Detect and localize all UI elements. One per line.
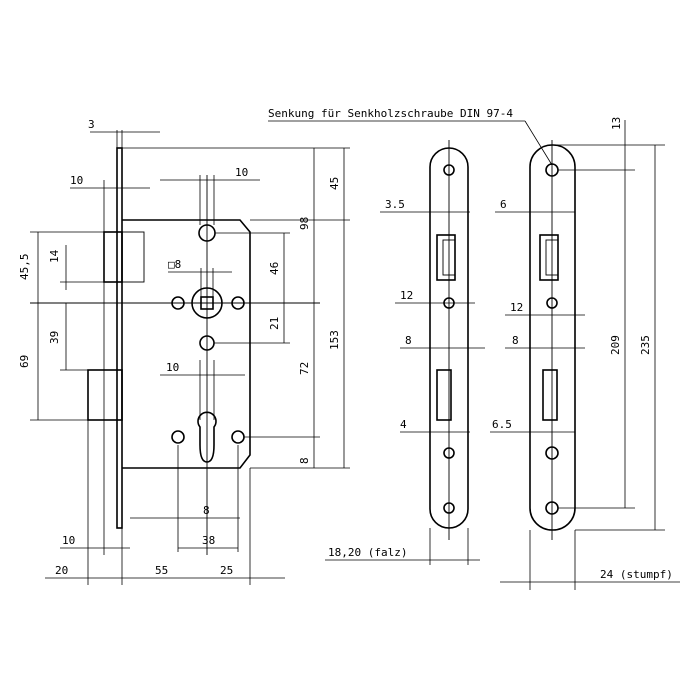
lock-body-view [30,147,320,555]
dim-55: 55 [155,564,168,577]
dim-mid-10: 10 [166,361,179,374]
fp1-dim-8: 8 [405,334,412,347]
body-dimensions: 3 10 10 □8 45,5 14 39 69 45 98 [18,118,350,585]
fp1-dim-3-5: 3.5 [385,198,405,211]
square-8-label: □8 [168,258,181,271]
fp1-bolt-slot [436,369,452,421]
faceplate-falz: 3.5 12 8 4 18,20 (falz) [325,140,485,565]
dim-69: 69 [18,355,31,368]
cyl-left-hole [171,430,185,444]
faceplate-stumpf-outline [529,144,576,531]
fp-dim-13: 13 [610,117,623,130]
fp2-dim-8: 8 [512,334,519,347]
dim-38: 38 [202,534,215,547]
fp2-latch-slot [539,234,559,281]
fp2-dim-6: 6 [500,198,507,211]
dead-bolt [87,369,123,421]
dim-45-5: 45,5 [18,254,31,281]
fp-dim-235: 235 [639,335,652,355]
dim-72: 72 [298,362,311,375]
fp1-latch-slot [436,234,456,281]
countersink-title: Senkung für Senkholzschraube DIN 97-4 [268,107,513,120]
countersink-note: Senkung für Senkholzschraube DIN 97-4 [268,107,553,166]
dim-mid-8: 8 [203,504,210,517]
fp2-dim-stumpf: 24 (stumpf) [600,568,673,581]
fp-dim-209: 209 [609,335,622,355]
dim-46: 46 [268,262,281,275]
lock-case [122,219,251,469]
dim-follower-10: 10 [235,166,248,179]
dim-25: 25 [220,564,233,577]
latch-bolt [103,231,123,283]
dim-bot-10: 10 [62,534,75,547]
fp2-dim-6-5: 6.5 [492,418,512,431]
dim-3: 3 [88,118,95,131]
faceplate-stumpf: 6 12 8 6.5 24 (stumpf) 13 209 235 [490,117,680,590]
dim-153: 153 [328,330,341,350]
fp1-dim-4: 4 [400,418,407,431]
dim-98: 98 [298,217,311,230]
dim-bolt-10: 10 [70,174,83,187]
cyl-right-hole [231,430,245,444]
fp2-dim-12: 12 [510,301,523,314]
dim-39: 39 [48,331,61,344]
fp2-bolt-slot [542,369,558,421]
faceplate [116,147,123,529]
fp1-dim-falz: 18,20 (falz) [328,546,407,559]
dim-14: 14 [48,249,61,263]
latch-bolt-body [121,231,145,283]
dim-21: 21 [268,317,281,330]
dim-8-right: 8 [298,457,311,464]
dim-45: 45 [328,177,341,190]
fp1-dim-12: 12 [400,289,413,302]
dim-20: 20 [55,564,68,577]
